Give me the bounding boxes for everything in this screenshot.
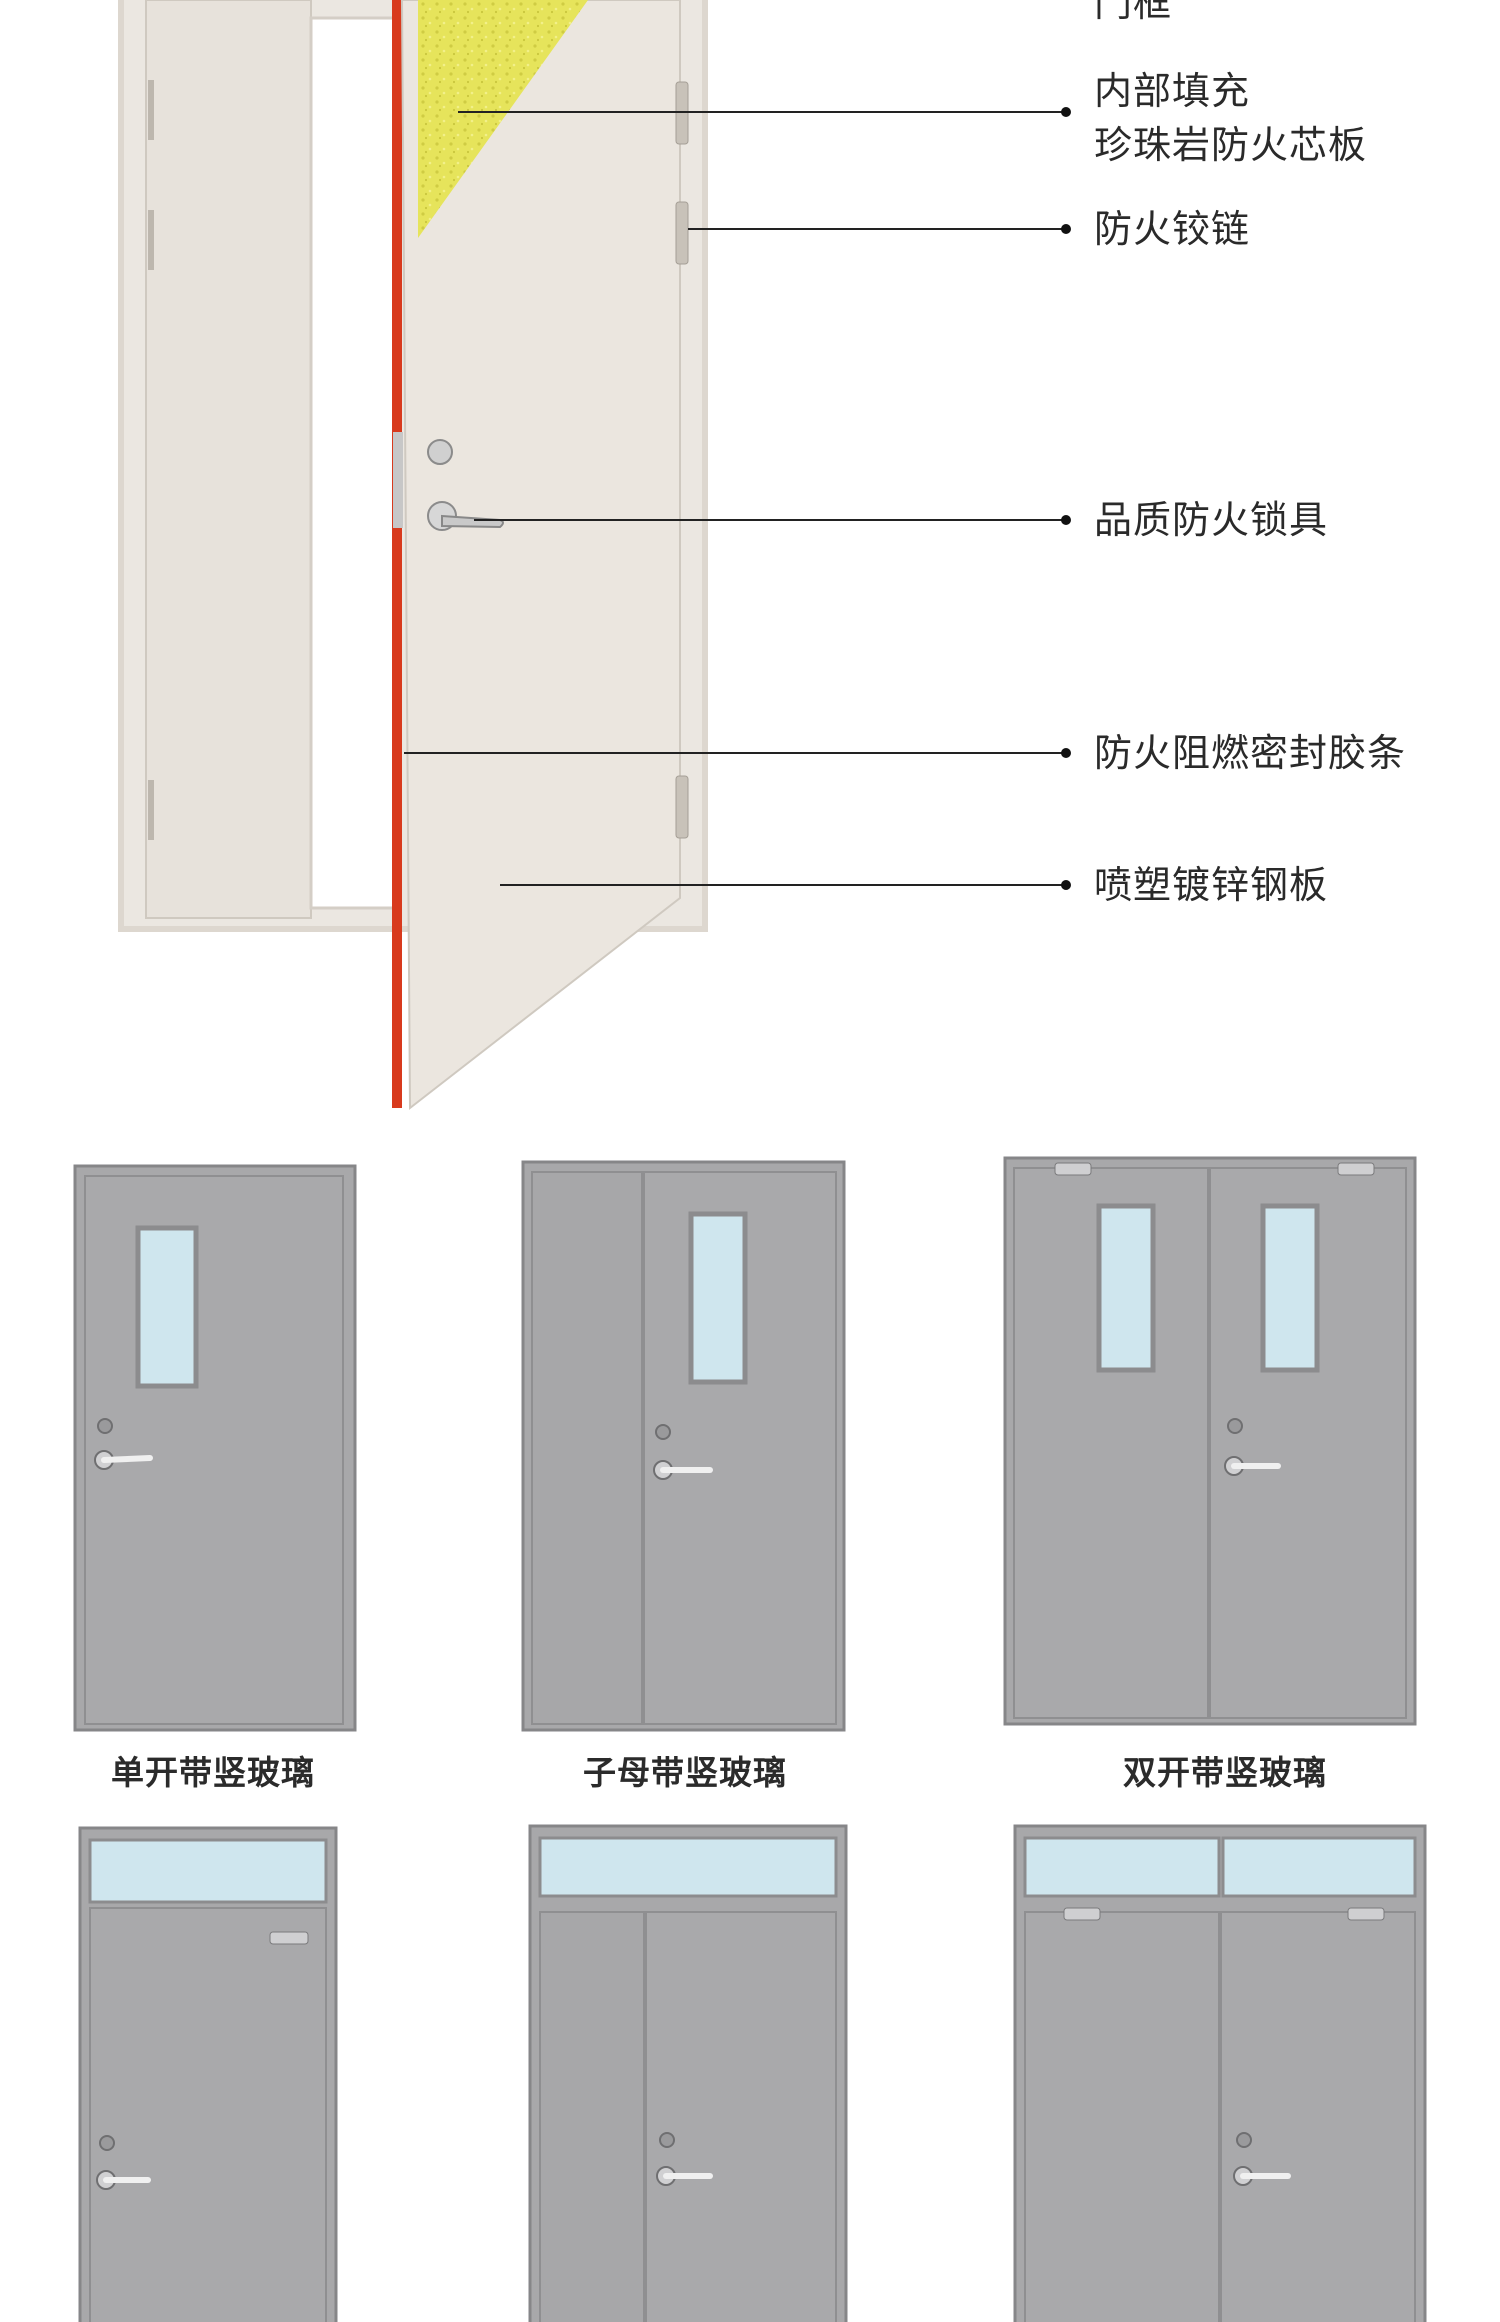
callout-label-core: 内部填充 珍珠岩防火芯板 — [1094, 69, 1368, 167]
right-door-leaf — [393, 0, 689, 1111]
callout-dot — [1061, 107, 1071, 117]
callout-label-frame: 门框 — [1094, 0, 1173, 25]
fire-door-structure-diagram — [118, 0, 1071, 1111]
variant-label-double: 双开带竖玻璃 — [1123, 1753, 1327, 1792]
door-variant-double-vertical-glass — [1003, 1156, 1417, 1726]
left-door-leaf — [145, 0, 312, 919]
callout-label-seal: 防火阻燃密封胶条 — [1094, 731, 1407, 775]
callout-dot — [1061, 880, 1071, 890]
callout-label-lock: 品质防火锁具 — [1094, 498, 1329, 542]
perlite-core-cutaway — [418, 0, 588, 238]
door-lock — [393, 432, 504, 531]
callout-label-hinge: 防火铰链 — [1094, 207, 1251, 251]
callout-dot — [1061, 748, 1071, 758]
door-variants-grid — [73, 1156, 1427, 2322]
variant-label-single: 单开带竖玻璃 — [111, 1753, 315, 1792]
variant-label-unequal-pair: 子母带竖玻璃 — [583, 1753, 787, 1792]
door-variant-single-vertical-glass — [73, 1164, 357, 1732]
door-variant-unequal-pair-transom — [528, 1824, 848, 2322]
door-variant-unequal-pair-vertical-glass — [521, 1160, 846, 1732]
callout-leaders — [404, 111, 1066, 886]
callout-dot — [1061, 515, 1071, 525]
door-variant-single-transom — [78, 1826, 338, 2322]
door-variant-double-transom — [1013, 1824, 1427, 2322]
callout-label-steel: 喷塑镀锌钢板 — [1094, 863, 1329, 907]
callout-dot — [1061, 224, 1071, 234]
seal-strip — [392, 0, 402, 1108]
door-opening — [309, 16, 397, 910]
